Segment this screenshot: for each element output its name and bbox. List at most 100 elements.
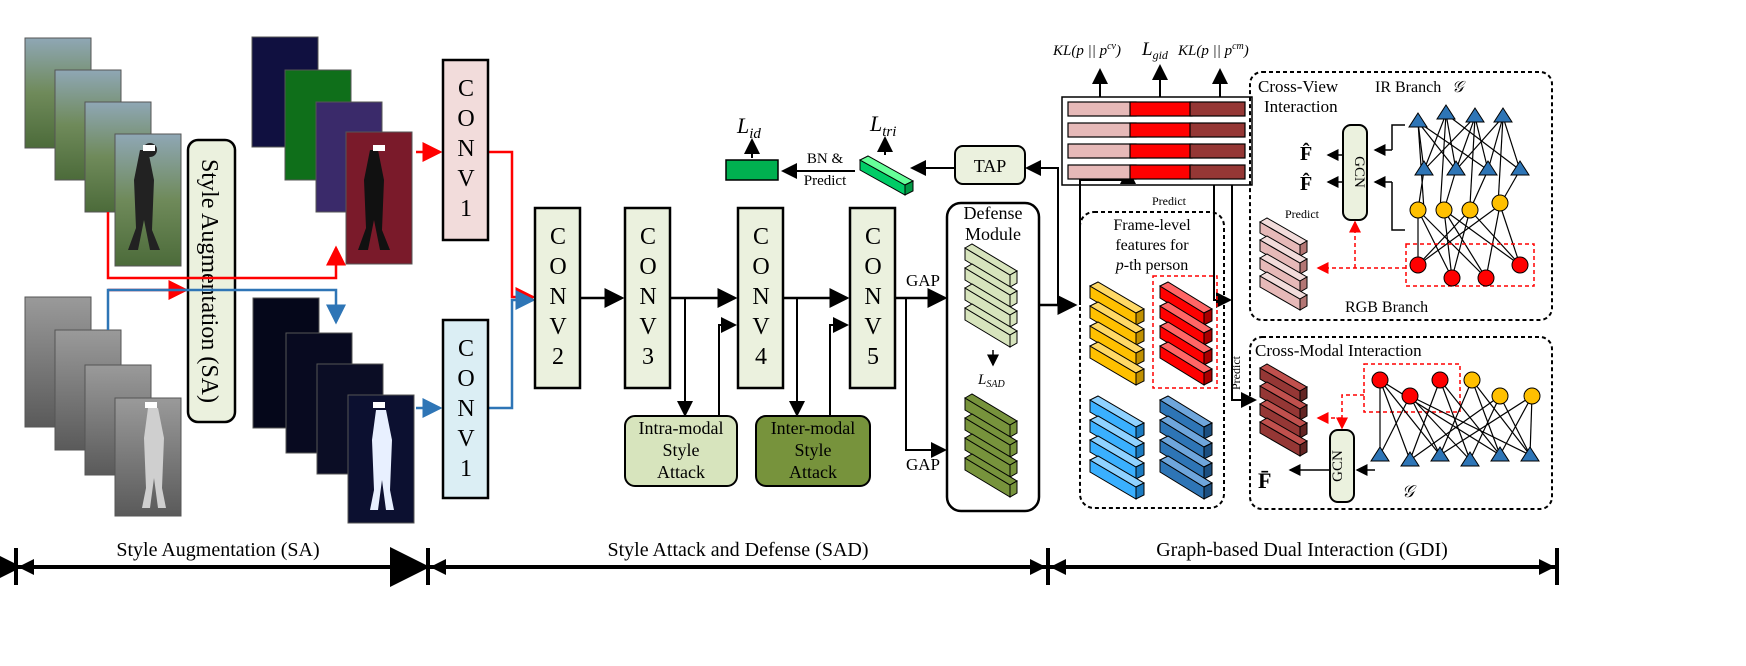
gdi-predict-label: Predict <box>1152 194 1187 208</box>
frame-features-yellow <box>1088 281 1146 386</box>
conv5-c: C <box>865 224 881 250</box>
intra-attack-line2: Style <box>662 440 699 460</box>
rgb-input-frames <box>24 37 182 267</box>
augmented-ir-frames <box>252 297 415 524</box>
cross-view-title-line2: Interaction <box>1264 97 1338 116</box>
cross-view-gcn-label: GCN <box>1351 156 1367 188</box>
inter-attack-line2: Style <box>794 440 831 460</box>
conv3-c: C <box>640 224 656 250</box>
conv4-v: V <box>752 314 770 340</box>
conv1-bottom-c: C <box>458 336 474 362</box>
conv4-4: 4 <box>755 344 767 370</box>
conv1-top-c: C <box>458 76 474 102</box>
ir-input-frames <box>24 296 182 517</box>
ir-branch-label: IR Branch <box>1375 79 1441 96</box>
defense-title-line2: Module <box>965 224 1021 244</box>
l-gid-label: Lgid <box>1141 39 1169 62</box>
f-hat-v-label: F̂ <box>1300 171 1312 195</box>
conv3-o: O <box>639 254 656 280</box>
augmented-rgb-frames <box>251 36 413 265</box>
cross-view-gcn-arrows <box>1326 124 1405 231</box>
loss-tri-label: Ltri <box>869 111 896 140</box>
defense-features-top <box>964 243 1018 348</box>
cross-modal-box <box>1249 336 1553 510</box>
cross-view-pink-stack <box>1258 217 1309 311</box>
inter-attack-line1: Inter-modal <box>771 418 856 438</box>
bn-predict-line1: BN & <box>807 151 844 167</box>
conv2-c: C <box>550 224 566 250</box>
lid-feature-bar <box>725 159 779 181</box>
cross-view-red-links <box>1316 220 1406 274</box>
tap-label: TAP <box>974 156 1007 176</box>
cross-modal-predict-label: Predict <box>1229 355 1243 390</box>
cross-modal-gcn-box <box>1329 429 1355 503</box>
cross-modal-graph-symbol: 𝒢 <box>1402 482 1417 501</box>
cross-modal-title: Cross-Modal Interaction <box>1255 341 1422 360</box>
bracket-arrowheads <box>18 559 1555 575</box>
conv1-top-block <box>441 58 490 242</box>
conv3-v: V <box>639 314 657 340</box>
cross-view-title-line1: Cross-View <box>1258 77 1339 96</box>
conv1-bottom-1: 1 <box>460 456 472 482</box>
conv2-2: 2 <box>552 344 564 370</box>
conv2-block <box>533 206 582 390</box>
frame-features-red <box>1158 281 1214 386</box>
section-sa-label: Style Augmentation (SA) <box>116 539 319 561</box>
conv5-block <box>848 206 897 390</box>
conv1-top-1: 1 <box>460 196 472 222</box>
conv3-block <box>623 206 672 390</box>
conv4-o: O <box>752 254 769 280</box>
bn-predict-line2: Predict <box>804 173 847 189</box>
frame-level-line3: p-th person <box>1115 257 1188 274</box>
intra-attack-line3: Attack <box>657 462 705 482</box>
conv3-3: 3 <box>642 344 654 370</box>
cross-modal-graph <box>1363 363 1541 467</box>
defense-features-bottom <box>964 393 1018 498</box>
kl-cv-label: KL(p || pcv) <box>1052 41 1121 59</box>
gdi-top-matrix <box>1061 96 1253 186</box>
cross-modal-gcn-label: GCN <box>1330 450 1346 482</box>
augmentation-arrows <box>106 142 536 418</box>
inter-attack-line3: Attack <box>789 462 837 482</box>
cross-view-predict-label: Predict <box>1285 207 1320 221</box>
conv3-n: N <box>639 284 656 310</box>
f-bar-label: F̄ <box>1258 468 1271 493</box>
loss-id-label: Lid <box>736 113 761 142</box>
intra-modal-attack-box <box>624 415 738 487</box>
gap-bottom-label: GAP <box>906 455 940 474</box>
frame-level-line1: Frame-level <box>1113 217 1191 234</box>
ir-graph-symbol: 𝒢 <box>1452 79 1466 96</box>
f-hat-i-label: F̂ <box>1300 141 1312 165</box>
conv1-bottom-o: O <box>457 366 474 392</box>
conv4-block <box>736 206 785 390</box>
intra-attack-line1: Intra-modal <box>639 418 724 438</box>
frame-features-lightblue <box>1088 395 1146 500</box>
kl-cm-label: KL(p || pcm) <box>1177 41 1249 59</box>
gdi-top-arrows <box>1092 64 1257 408</box>
conv5-o: O <box>864 254 881 280</box>
tap-box <box>954 145 1026 185</box>
defense-title-line1: Defense <box>964 203 1023 223</box>
conv1-top-o: O <box>457 106 474 132</box>
gap-top-label: GAP <box>906 271 940 290</box>
inter-modal-attack-box <box>755 415 871 487</box>
conv4-n: N <box>752 284 769 310</box>
conv2-o: O <box>549 254 566 280</box>
ltri-feature-bar <box>858 155 915 196</box>
conv1-top-v: V <box>457 166 475 192</box>
conv4-c: C <box>753 224 769 250</box>
cross-modal-darkred-stack <box>1258 363 1309 457</box>
conv5-5: 5 <box>867 344 879 370</box>
rgb-branch-label: RGB Branch <box>1345 299 1428 316</box>
conv1-bottom-n: N <box>457 396 474 422</box>
frame-level-box <box>1079 211 1225 509</box>
section-brackets <box>0 547 1559 587</box>
conv5-n: N <box>864 284 881 310</box>
cross-modal-red-links <box>1316 394 1364 430</box>
frame-features-darkblue <box>1158 395 1214 500</box>
backbone-arrows <box>580 288 948 458</box>
conv2-v: V <box>549 314 567 340</box>
cross-view-gcn-box <box>1342 124 1368 221</box>
conv5-v: V <box>864 314 882 340</box>
